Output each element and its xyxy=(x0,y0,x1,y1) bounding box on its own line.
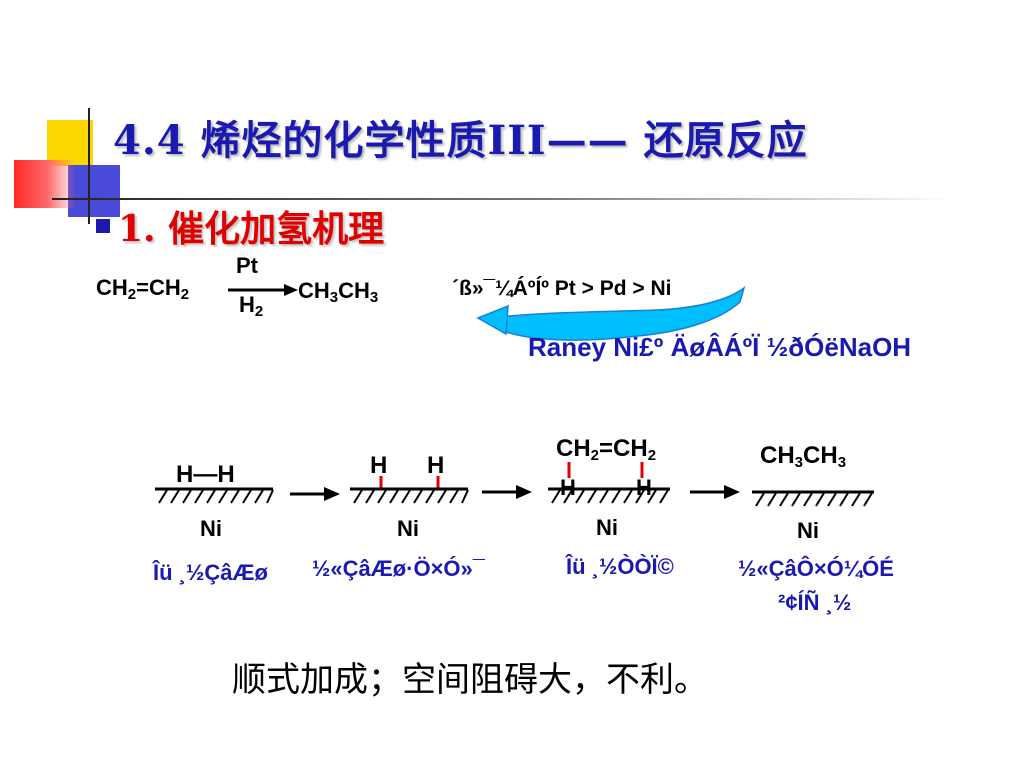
step1-catalyst-surface xyxy=(155,487,274,504)
decor-vertical-line xyxy=(88,108,90,224)
decor-red-bar xyxy=(14,160,76,208)
step3-caption: Îü ¸½ÒÒÏ© xyxy=(566,554,674,579)
product-formula: CH3CH3 xyxy=(298,278,379,306)
slide-subtitle: 1. 催化加氢机理 xyxy=(118,208,385,250)
step-arrow-1-icon xyxy=(290,487,340,501)
catalyst-bottom: H2 xyxy=(239,292,264,320)
step4-caption-line2: ²¢ÍÑ ¸½ xyxy=(778,590,852,615)
decor-yellow-square xyxy=(47,120,93,166)
step2-h-right: H xyxy=(427,452,445,479)
slide-title: 4.4 烯烃的化学性质III—— 还原反应 xyxy=(113,117,808,164)
step3-ethene: CH2=CH2 xyxy=(556,435,657,464)
step1-metal: Ni xyxy=(200,516,222,541)
step3-catalyst-surface: H H xyxy=(548,462,670,504)
step1-h-h: H—H xyxy=(176,461,235,488)
reaction-arrow-icon xyxy=(228,284,298,296)
step4-caption-line1: ½«ÇâÔ­×Ó¼ÓÉ xyxy=(738,556,894,581)
step2-caption: ½«ÇâÆø·Ö×Ó»¯ xyxy=(312,556,485,581)
step-arrow-3-icon xyxy=(690,485,740,499)
step4-metal: Ni xyxy=(797,518,819,543)
step4-ethane: CH3CH3 xyxy=(760,442,847,471)
step3-metal: Ni xyxy=(596,515,618,540)
step2-catalyst-surface xyxy=(350,476,469,504)
raney-note: Raney Ni£º ÄøÂÁºÏ ½ðÓëNaOH xyxy=(528,332,912,362)
activity-note: ´ß»¯¼ÁºÍº Pt > Pd > Ni xyxy=(452,277,672,300)
step2-h-left: H xyxy=(370,452,388,479)
decor-blue-square xyxy=(68,165,120,217)
bullet-square-icon xyxy=(96,219,110,233)
step1-caption: Îü ¸½ÇâÆø xyxy=(153,560,268,585)
step2-metal: Ni xyxy=(397,516,419,541)
callout-swoosh-icon xyxy=(476,286,746,341)
step-arrow-2-icon xyxy=(482,485,532,499)
conclusion-text: 顺式加成；空间阻碍大，不利。 xyxy=(232,660,708,700)
reactant-formula: CH2=CH2 xyxy=(96,275,190,303)
decor-horizontal-line xyxy=(52,198,952,200)
step4-catalyst-surface xyxy=(752,490,874,507)
catalyst-top: Pt xyxy=(236,253,258,278)
